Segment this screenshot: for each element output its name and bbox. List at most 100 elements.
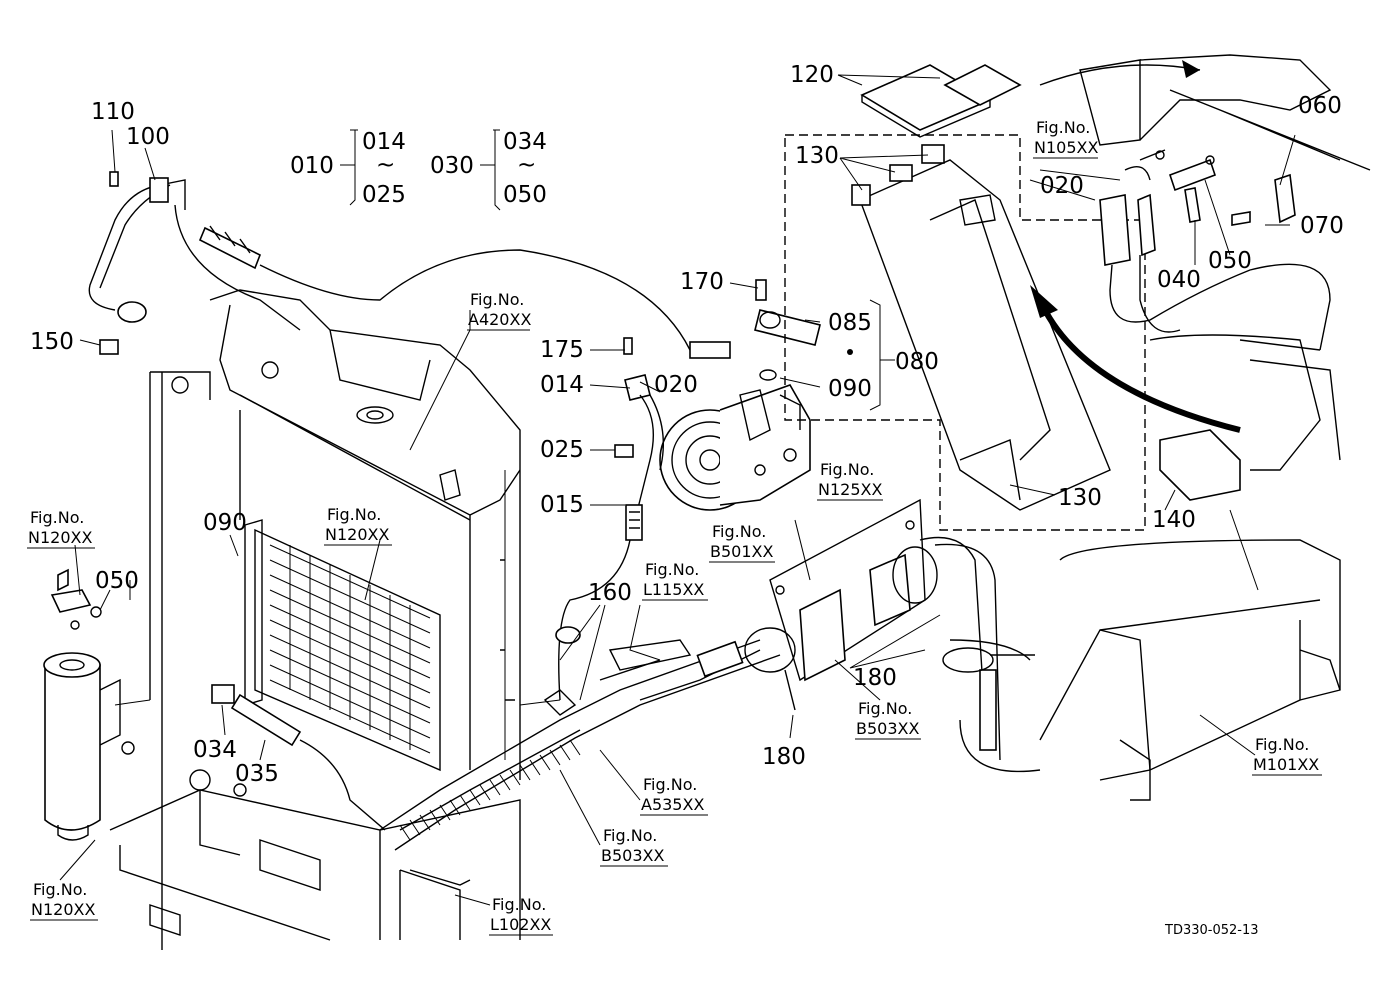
radiator-shroud bbox=[149, 289, 521, 950]
fig-prefix: Fig.No. bbox=[30, 508, 84, 527]
fig-number: L115XX bbox=[643, 580, 704, 599]
pipe-034-035 bbox=[211, 684, 386, 831]
duct-box bbox=[784, 134, 1146, 531]
right-frame bbox=[959, 539, 1341, 801]
part-130-label-bottom: 130 bbox=[1058, 485, 1102, 511]
line-art bbox=[43, 54, 1371, 950]
part-labels: 110 100 150 010 014 ~ 025 030 034 ~ 050 … bbox=[30, 62, 1344, 787]
switch-fitting bbox=[50, 568, 102, 630]
part-130-label-top: 130 bbox=[795, 143, 839, 169]
upper-duct bbox=[1149, 334, 1341, 501]
flow-arrow bbox=[1030, 285, 1241, 433]
fig-prefix: Fig.No. bbox=[643, 775, 697, 794]
fig-ref-b503-right: Fig.No. B503XX bbox=[855, 699, 921, 740]
fig-number: N120XX bbox=[28, 528, 92, 547]
part-034-label: 034 bbox=[193, 737, 237, 763]
fig-prefix: Fig.No. bbox=[603, 826, 657, 845]
figure-references: Fig.No. A420XX Fig.No. N105XX Fig.No. N1… bbox=[27, 118, 1322, 936]
fig-ref-n125: Fig.No. N125XX bbox=[817, 460, 883, 501]
part-050-label-left: 050 bbox=[95, 568, 139, 594]
valve-assembly bbox=[1099, 149, 1331, 351]
part-035-label: 035 bbox=[235, 761, 279, 787]
fig-number: L102XX bbox=[490, 915, 551, 934]
clamps-180 bbox=[744, 546, 1035, 711]
fig-ref-b501: Fig.No. B501XX bbox=[709, 522, 775, 563]
fig-prefix: Fig.No. bbox=[712, 522, 766, 541]
part-170-label: 170 bbox=[680, 269, 724, 295]
part-014-range-start: 014 bbox=[362, 129, 406, 155]
part-090-label: 090 bbox=[828, 376, 872, 402]
part-160-label: 160 bbox=[588, 580, 632, 606]
fig-ref-n120-center: Fig.No. N120XX bbox=[324, 505, 392, 546]
fig-number: A535XX bbox=[641, 795, 704, 814]
fig-ref-a535: Fig.No. A535XX bbox=[640, 775, 708, 816]
hose-suction bbox=[558, 337, 665, 701]
range-tilde-1: ~ bbox=[376, 152, 395, 178]
part-015-label: 015 bbox=[540, 492, 584, 518]
fig-ref-m101: Fig.No. M101XX bbox=[1252, 735, 1322, 776]
part-050-label-right: 050 bbox=[1208, 248, 1252, 274]
part-180-label-right: 180 bbox=[853, 665, 897, 691]
fig-prefix: Fig.No. bbox=[820, 460, 874, 479]
fig-ref-l115: Fig.No. L115XX bbox=[642, 560, 708, 601]
part-175-label: 175 bbox=[540, 337, 584, 363]
filters-120 bbox=[860, 64, 1022, 138]
part-060-label: 060 bbox=[1298, 93, 1342, 119]
fig-prefix: Fig.No. bbox=[1255, 735, 1309, 754]
receiver-drier bbox=[43, 652, 135, 841]
fig-prefix: Fig.No. bbox=[1036, 118, 1090, 137]
fig-ref-b503-bottom: Fig.No. B503XX bbox=[600, 826, 668, 867]
fig-prefix: Fig.No. bbox=[858, 699, 912, 718]
fig-number: N120XX bbox=[325, 525, 389, 544]
fig-ref-n105: Fig.No. N105XX bbox=[1033, 118, 1098, 159]
fig-number: N120XX bbox=[31, 900, 95, 919]
fig-number: M101XX bbox=[1253, 755, 1319, 774]
part-120-label: 120 bbox=[790, 62, 834, 88]
compressor bbox=[659, 384, 811, 511]
part-150-label: 150 bbox=[30, 329, 74, 355]
bracket-080 bbox=[754, 279, 853, 381]
fig-prefix: Fig.No. bbox=[33, 880, 87, 899]
fig-ref-a420: Fig.No. A420XX bbox=[467, 290, 531, 331]
part-080-label: 080 bbox=[895, 349, 939, 375]
part-010-label: 010 bbox=[290, 153, 334, 179]
part-034-range-start: 034 bbox=[503, 129, 547, 155]
part-020-label: 020 bbox=[654, 372, 698, 398]
hose-bundle bbox=[379, 626, 781, 851]
fig-prefix: Fig.No. bbox=[645, 560, 699, 579]
part-140-label: 140 bbox=[1152, 507, 1196, 533]
fig-number: N105XX bbox=[1034, 138, 1098, 157]
upper-unit-n105 bbox=[1039, 54, 1371, 171]
part-110-label: 110 bbox=[91, 99, 135, 125]
part-014-label: 014 bbox=[540, 372, 584, 398]
part-025-label: 025 bbox=[540, 437, 584, 463]
part-020-label-right: 020 bbox=[1040, 173, 1084, 199]
hose-discharge bbox=[259, 249, 731, 359]
part-090-label-left: 090 bbox=[203, 510, 247, 536]
fig-number: A420XX bbox=[468, 310, 531, 329]
part-180-label-bottom: 180 bbox=[762, 744, 806, 770]
part-085-label: 085 bbox=[828, 310, 872, 336]
part-100-label: 100 bbox=[126, 124, 170, 150]
fig-prefix: Fig.No. bbox=[470, 290, 524, 309]
fig-prefix: Fig.No. bbox=[492, 895, 546, 914]
fig-number: B503XX bbox=[601, 846, 664, 865]
part-070-label: 070 bbox=[1300, 213, 1344, 239]
drawing-code: TD330-052-13 bbox=[1164, 923, 1259, 938]
bracket-plate bbox=[639, 498, 1031, 761]
bracket-l115 bbox=[599, 639, 692, 681]
part-050-range-end: 050 bbox=[503, 182, 547, 208]
fig-number: B503XX bbox=[856, 719, 919, 738]
fig-ref-n120-left: Fig.No. N120XX bbox=[27, 508, 95, 549]
fig-ref-n120-bottom: Fig.No. N120XX bbox=[30, 880, 98, 921]
fig-number: N125XX bbox=[818, 480, 882, 499]
condenser bbox=[244, 519, 441, 772]
fig-ref-l102: Fig.No. L102XX bbox=[489, 895, 553, 936]
part-040-label: 040 bbox=[1157, 267, 1201, 293]
lower-frame bbox=[109, 769, 521, 941]
fig-prefix: Fig.No. bbox=[327, 505, 381, 524]
part-025-range-end: 025 bbox=[362, 182, 406, 208]
range-tilde-2: ~ bbox=[517, 152, 536, 178]
fig-number: B501XX bbox=[710, 542, 773, 561]
